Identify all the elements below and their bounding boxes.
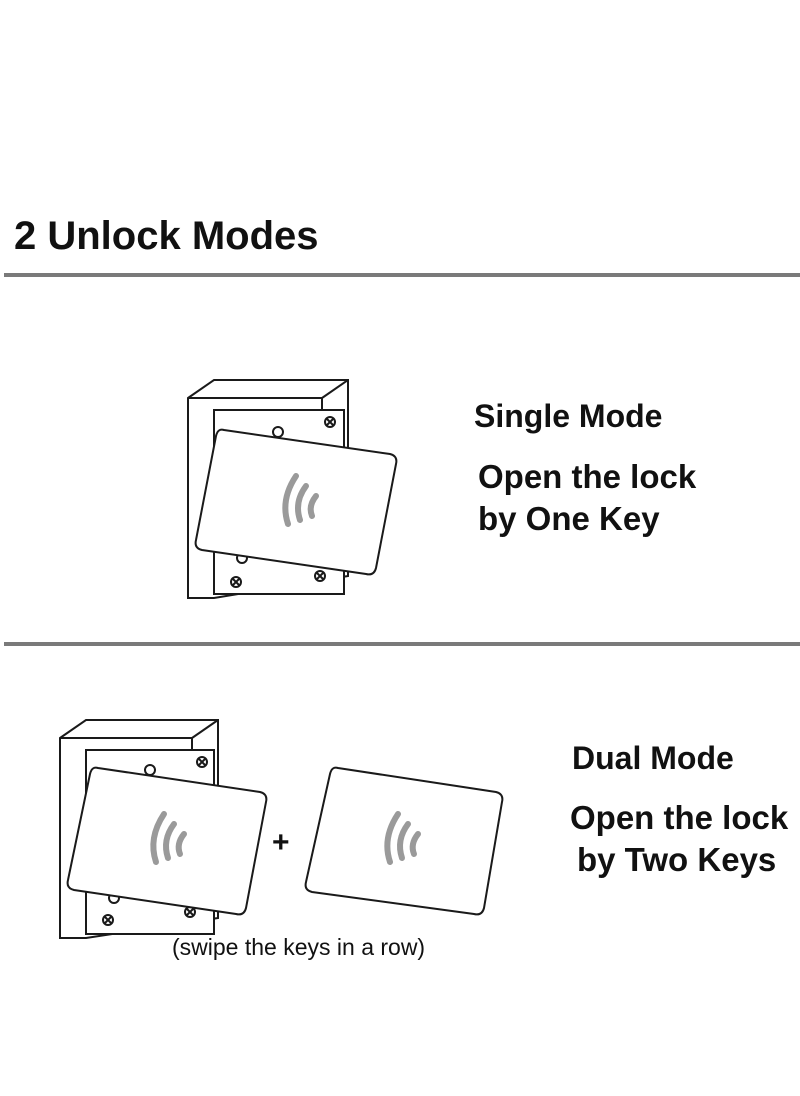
top-divider <box>4 273 800 277</box>
nfc-wave-icon <box>384 811 421 865</box>
key-card-icon <box>304 766 504 916</box>
nfc-wave-icon <box>282 473 319 527</box>
single-mode-line-1: Open the lock <box>478 458 697 495</box>
single-mode-line-2: by One Key <box>478 500 660 537</box>
middle-divider <box>4 642 800 646</box>
swipe-caption: (swipe the keys in a row) <box>172 934 426 960</box>
single-mode-heading: Single Mode <box>474 398 663 434</box>
second-key-card <box>304 766 504 916</box>
single-mode-illustration <box>187 379 398 599</box>
dual-mode-heading: Dual Mode <box>572 740 734 776</box>
dual-mode-line-1: Open the lock <box>570 799 789 836</box>
plus-sign: + <box>272 826 290 859</box>
nfc-wave-icon <box>150 811 187 865</box>
dual-mode-line-2: by Two Keys <box>577 841 777 878</box>
page-title: 2 Unlock Modes <box>14 214 319 258</box>
dual-mode-lock-illustration <box>59 719 268 939</box>
